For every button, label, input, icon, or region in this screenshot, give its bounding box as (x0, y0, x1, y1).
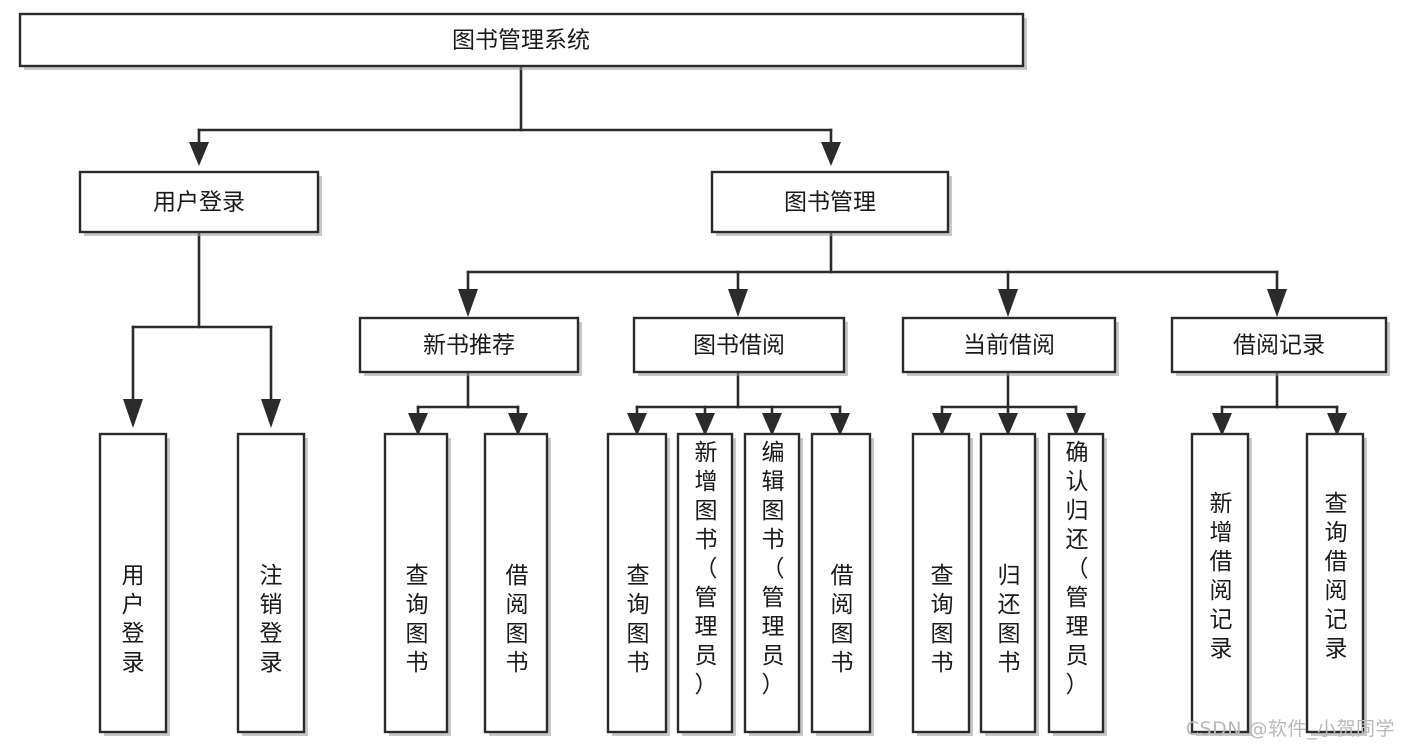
node-leaf-add-book-box (676, 432, 734, 734)
node-book-manage-box (710, 170, 950, 234)
node-root-label: 图书管理系统 (452, 28, 590, 54)
node-leaf-confirm-return-label: 确认归还（管理员） (1066, 440, 1089, 698)
node-leaf-borrow-book-1-label: 借阅图书 (506, 563, 529, 676)
arrow-leaf-query-book-2 (627, 413, 647, 436)
node-borrow-record-label: 借阅记录 (1233, 333, 1325, 359)
node-leaf-return-book[interactable]: 归还图书 (979, 432, 1039, 736)
arrow-leaf-query-book-3 (932, 413, 952, 436)
arrow-leaf-return-book (998, 413, 1018, 436)
node-leaf-query-record[interactable]: 查询借阅记录 (1305, 432, 1367, 736)
node-book-borrow[interactable]: 图书借阅 (632, 316, 848, 376)
node-leaf-borrow-book-2-box (810, 432, 872, 734)
node-leaf-logout-box (236, 432, 306, 734)
node-current-borrow-box (901, 316, 1117, 374)
node-leaf-query-book-1[interactable]: 查询图书 (383, 432, 451, 736)
arrow-leaf-borrow-book-1 (508, 413, 528, 436)
connector-group (123, 64, 1347, 436)
arrow-book-manage (821, 142, 841, 166)
node-leaf-query-book-2-box (606, 432, 668, 734)
node-user-login-label: 用户登录 (153, 190, 245, 216)
node-borrow-record[interactable]: 借阅记录 (1170, 316, 1390, 376)
arrow-leaf-add-record (1212, 413, 1232, 436)
arrow-leaf-query-record (1327, 413, 1347, 436)
arrow-leaf-query-book-1 (408, 413, 428, 436)
node-leaf-borrow-book-2-label: 借阅图书 (831, 563, 854, 676)
node-new-book-rec-label: 新书推荐 (423, 333, 515, 359)
node-leaf-query-book-3-label: 查询图书 (931, 563, 954, 676)
node-leaf-query-record-box (1305, 432, 1365, 734)
node-book-borrow-label: 图书借阅 (693, 333, 785, 359)
node-leaf-edit-book-box (743, 432, 801, 734)
node-leaf-query-book-3-box (911, 432, 971, 734)
node-leaf-user-login-box (98, 432, 168, 734)
node-leaf-query-book-1-label: 查询图书 (406, 563, 429, 676)
node-new-book-rec-box (358, 316, 580, 374)
node-borrow-record-box (1170, 316, 1388, 374)
node-leaf-confirm-return-box (1047, 432, 1105, 734)
node-leaf-query-book-2[interactable]: 查询图书 (606, 432, 670, 736)
node-leaf-borrow-book-2[interactable]: 借阅图书 (810, 432, 874, 736)
arrow-leaf-edit-book (762, 413, 782, 436)
node-leaf-borrow-book-1[interactable]: 借阅图书 (483, 432, 551, 736)
node-book-manage[interactable]: 图书管理 (710, 170, 952, 236)
arrow-leaf-borrow-book-2 (830, 413, 850, 436)
node-leaf-return-book-box (979, 432, 1037, 734)
csdn-watermark: CSDN @软件_小贺同学 (1185, 718, 1395, 740)
arrow-user-login (189, 142, 209, 166)
node-leaf-return-book-label: 归还图书 (998, 563, 1021, 676)
node-leaf-add-book-label: 新增图书（管理员） (695, 440, 718, 698)
node-leaf-confirm-return[interactable]: 确认归还（管理员） (1047, 432, 1107, 736)
arrow-book-borrow (728, 289, 748, 317)
node-leaf-query-book-1-box (383, 432, 449, 734)
node-leaf-add-book[interactable]: 新增图书（管理员） (676, 432, 736, 736)
node-leaf-query-record-label: 查询借阅记录 (1325, 491, 1348, 662)
node-book-manage-label: 图书管理 (784, 190, 876, 216)
node-leaf-query-book-2-label: 查询图书 (627, 563, 650, 676)
node-user-login-box (78, 170, 320, 234)
arrow-leaf-add-book (695, 413, 715, 436)
node-leaf-add-record-box (1190, 432, 1250, 734)
node-leaf-logout[interactable]: 注销登录 (236, 432, 308, 736)
node-root[interactable]: 图书管理系统 (18, 12, 1027, 70)
arrow-leaf-logout (261, 399, 281, 428)
node-user-login[interactable]: 用户登录 (78, 170, 322, 236)
node-leaf-borrow-book-1-box (483, 432, 549, 734)
arrow-current-borrow (998, 289, 1018, 317)
node-current-borrow-label: 当前借阅 (963, 333, 1055, 359)
node-leaf-add-record[interactable]: 新增借阅记录 (1190, 432, 1252, 736)
node-leaf-query-book-3[interactable]: 查询图书 (911, 432, 973, 736)
node-current-borrow[interactable]: 当前借阅 (901, 316, 1119, 376)
arrow-leaf-user-login (123, 399, 143, 428)
node-leaf-edit-book-label: 编辑图书（管理员） (762, 440, 785, 698)
node-book-borrow-box (632, 316, 846, 374)
arrow-borrow-record (1267, 289, 1287, 317)
node-leaf-logout-label: 注销登录 (260, 563, 283, 676)
arrow-leaf-confirm-return (1066, 413, 1086, 436)
arrow-new-book-rec (458, 289, 478, 317)
node-leaf-add-record-label: 新增借阅记录 (1210, 491, 1233, 662)
node-leaf-user-login-label: 用户登录 (122, 563, 145, 676)
node-root-box (18, 12, 1025, 68)
node-leaf-user-login[interactable]: 用户登录 (98, 432, 170, 736)
node-new-book-rec[interactable]: 新书推荐 (358, 316, 582, 376)
node-leaf-edit-book[interactable]: 编辑图书（管理员） (743, 432, 803, 736)
